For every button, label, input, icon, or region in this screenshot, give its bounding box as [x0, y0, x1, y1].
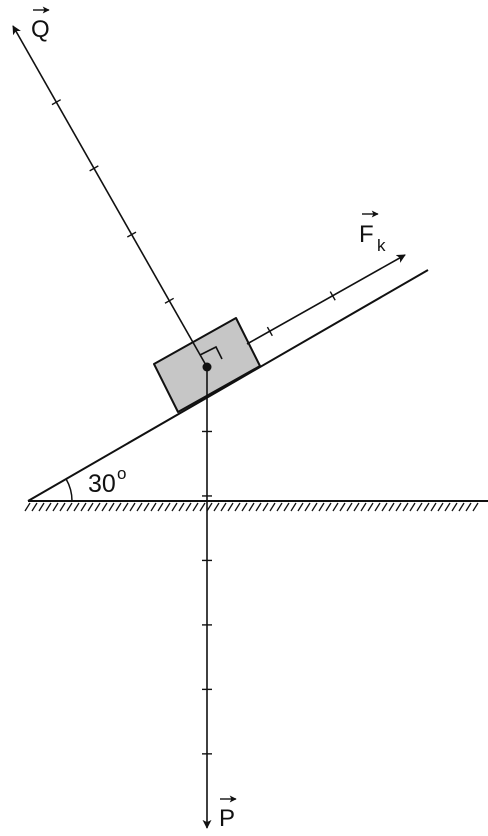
ground-hatch-mark [73, 502, 80, 512]
ground-hatch-mark [346, 502, 353, 512]
ground-hatch-mark [381, 502, 388, 512]
angle-degree-mark: o [117, 464, 126, 483]
ground-hatching [24, 502, 479, 512]
ground-hatch-mark [192, 502, 199, 512]
force-fk [246, 254, 406, 345]
ground-hatch-mark [248, 502, 255, 512]
ground-hatch-mark [101, 502, 108, 512]
ground-hatch-mark [241, 502, 248, 512]
ground-hatch-mark [451, 502, 458, 512]
label-q-symbol: Q [31, 16, 50, 43]
force-q-ticks [51, 99, 175, 304]
ground-hatch-mark [38, 502, 45, 512]
ground-hatch-mark [143, 502, 150, 512]
force-q-line [12, 25, 208, 368]
force-q-tick [51, 99, 62, 106]
force-p [202, 367, 212, 829]
force-fk-tick [329, 291, 336, 301]
ground-hatch-mark [178, 502, 185, 512]
label-q: Q [31, 6, 50, 43]
force-fk-ticks [266, 291, 336, 337]
ground-hatch-mark [276, 502, 283, 512]
ground-hatch-mark [94, 502, 101, 512]
ground-hatch-mark [150, 502, 157, 512]
ground-hatch-mark [122, 502, 129, 512]
ground-hatch-mark [129, 502, 136, 512]
ground-hatch-mark [339, 502, 346, 512]
ground-hatch-mark [388, 502, 395, 512]
ground-hatch-mark [465, 502, 472, 512]
ground-hatch-mark [304, 502, 311, 512]
ground-hatch-mark [430, 502, 437, 512]
ground-hatch-mark [458, 502, 465, 512]
ground [24, 500, 488, 512]
ground-hatch-mark [45, 502, 52, 512]
force-p-ticks [202, 430, 212, 755]
center-of-mass-point [202, 362, 212, 372]
ground-hatch-mark [283, 502, 290, 512]
ground-hatch-mark [311, 502, 318, 512]
ground-hatch-mark [353, 502, 360, 512]
ground-hatch-mark [374, 502, 381, 512]
right-angle-mark [199, 345, 223, 360]
ground-hatch-mark [185, 502, 192, 512]
ground-hatch-mark [234, 502, 241, 512]
ground-hatch-mark [164, 502, 171, 512]
ground-hatch-mark [171, 502, 178, 512]
ground-hatch-mark [87, 502, 94, 512]
ground-hatch-mark [255, 502, 262, 512]
force-q-tick [89, 165, 99, 172]
ground-hatch-mark [437, 502, 444, 512]
ground-hatch-mark [52, 502, 59, 512]
label-fk: F k [359, 210, 386, 255]
ground-hatch-mark [157, 502, 164, 512]
incline-surface [27, 269, 429, 502]
force-fk-line [246, 254, 406, 345]
ground-hatch-mark [220, 502, 227, 512]
force-q [12, 25, 208, 368]
ground-hatch-mark [472, 502, 479, 512]
ground-hatch-mark [115, 502, 122, 512]
angle-value: 30 [88, 470, 116, 498]
ground-hatch-mark [24, 502, 31, 512]
ground-hatch-mark [136, 502, 143, 512]
ground-hatch-mark [206, 502, 213, 512]
ground-hatch-mark [325, 502, 332, 512]
ground-hatch-mark [199, 502, 206, 512]
ground-hatch-mark [290, 502, 297, 512]
ground-hatch-mark [332, 502, 339, 512]
label-fk-symbol: F [359, 221, 374, 248]
ground-hatch-mark [80, 502, 87, 512]
force-q-tick [164, 297, 175, 304]
ground-hatch-mark [66, 502, 73, 512]
ground-hatch-mark [31, 502, 38, 512]
ground-hatch-mark [318, 502, 325, 512]
force-q-tick [126, 231, 137, 238]
angle-label: 30 o [88, 464, 126, 498]
ground-hatch-mark [416, 502, 423, 512]
label-fk-subscript: k [377, 236, 386, 255]
ground-hatch-mark [367, 502, 374, 512]
ground-hatch-mark [59, 502, 66, 512]
ground-hatch-mark [262, 502, 269, 512]
angle-arc [65, 478, 73, 502]
force-fk-tick [266, 326, 273, 337]
label-p: P [219, 795, 237, 832]
ground-hatch-mark [213, 502, 220, 512]
ground-hatch-mark [423, 502, 430, 512]
ground-hatch-mark [402, 502, 409, 512]
ground-hatch-mark [395, 502, 402, 512]
ground-hatch-mark [444, 502, 451, 512]
ground-hatch-mark [227, 502, 234, 512]
ground-hatch-mark [108, 502, 115, 512]
ground-hatch-mark [297, 502, 304, 512]
ground-hatch-mark [269, 502, 276, 512]
label-p-symbol: P [219, 805, 235, 832]
ground-hatch-mark [409, 502, 416, 512]
ground-hatch-mark [360, 502, 367, 512]
